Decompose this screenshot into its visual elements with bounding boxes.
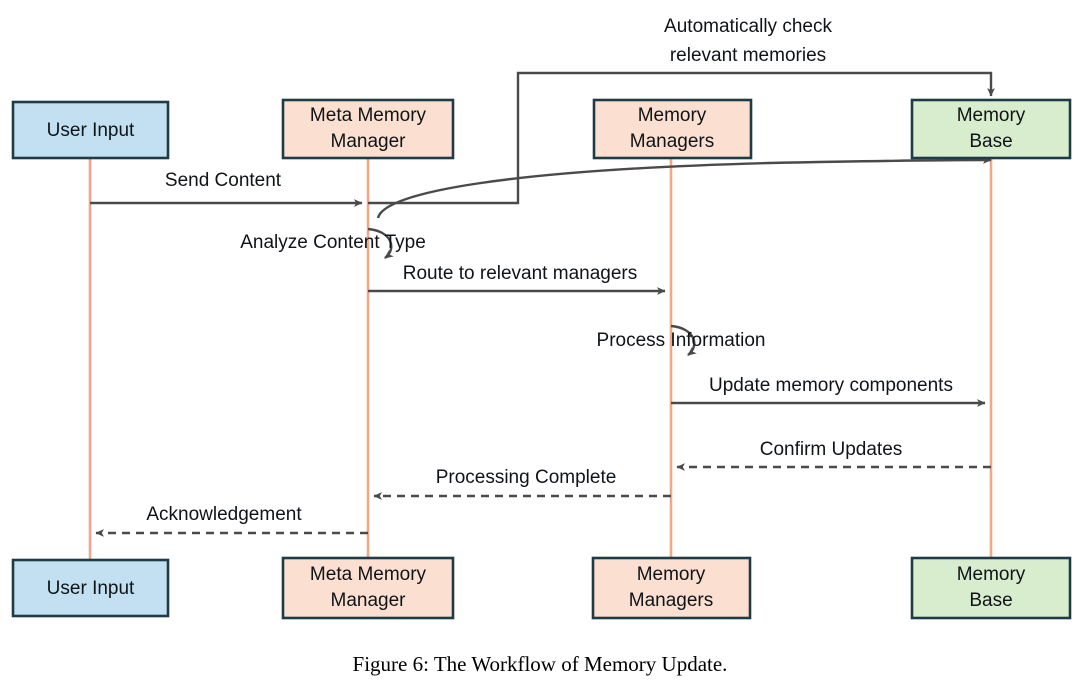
automatically-check-label-line1: Automatically check	[664, 16, 832, 37]
participant-bottom-memory-managers-box[interactable]	[591, 556, 752, 620]
message-automatically-check: Automatically check relevant memories	[368, 16, 995, 205]
process-information-label: Process Information	[597, 330, 766, 351]
participant-top-memory-base-box[interactable]	[910, 98, 1072, 160]
return-memories-curve	[376, 156, 992, 219]
participant-bottom-user-input-label: User Input	[47, 578, 135, 599]
analyze-content-type-label: Analyze Content Type	[240, 232, 426, 253]
participant-bottom-memory-managers-label-line2: Managers	[629, 590, 714, 611]
participant-top-user-input-box[interactable]	[11, 100, 170, 160]
participant-bottom-memory-base-label-line1: Memory	[957, 564, 1026, 585]
participant-bottom-memory-managers[interactable]: Memory Managers	[591, 556, 752, 620]
analyze-content-type-loop	[367, 227, 394, 259]
send-content-label: Send Content	[165, 170, 282, 191]
message-route-to-relevant-managers: Route to relevant managers	[368, 263, 666, 295]
message-update-memory-components: Update memory components	[671, 375, 986, 407]
processing-complete-label: Processing Complete	[436, 467, 617, 488]
update-memory-components-label: Update memory components	[709, 375, 953, 396]
process-information-loop	[670, 324, 697, 356]
message-return-memories	[376, 156, 992, 219]
participant-top-meta-memory-manager-label-line2: Manager	[331, 131, 407, 152]
message-send-content: Send Content	[90, 170, 363, 207]
participant-top-memory-managers-box[interactable]	[592, 98, 753, 160]
message-analyze-content-type: Analyze Content Type	[240, 227, 426, 259]
participant-bottom-memory-base-label-line2: Base	[969, 590, 1012, 611]
participant-top-memory-base[interactable]: Memory Base	[910, 98, 1072, 160]
participant-top-meta-memory-manager-label-line1: Meta Memory	[310, 105, 427, 126]
message-acknowledgement: Acknowledgement	[95, 504, 368, 537]
participant-bottom-memory-base[interactable]: Memory Base	[910, 556, 1072, 620]
participant-top-memory-managers[interactable]: Memory Managers	[592, 98, 753, 160]
participant-top-memory-managers-label-line1: Memory	[638, 105, 707, 126]
participant-boxes-bottom: User Input Meta Memory Manager Memory Ma…	[11, 556, 1072, 620]
participant-top-memory-base-label-line1: Memory	[957, 105, 1026, 126]
participant-top-memory-managers-label-line2: Managers	[630, 131, 715, 152]
confirm-updates-label: Confirm Updates	[760, 439, 903, 460]
message-process-information: Process Information	[597, 324, 766, 356]
message-confirm-updates: Confirm Updates	[676, 439, 991, 471]
participant-bottom-memory-base-box[interactable]	[910, 556, 1072, 620]
participant-boxes-top: User Input Meta Memory Manager Memory Ma…	[11, 98, 1072, 160]
participant-top-user-input[interactable]: User Input	[11, 100, 170, 160]
participant-bottom-user-input-box[interactable]	[11, 558, 170, 618]
participant-top-memory-base-label-line2: Base	[969, 131, 1012, 152]
participant-top-meta-memory-manager[interactable]: Meta Memory Manager	[281, 98, 455, 160]
participant-bottom-meta-memory-manager-label-line1: Meta Memory	[310, 564, 427, 585]
participant-bottom-meta-memory-manager-label-line2: Manager	[331, 590, 407, 611]
participant-bottom-meta-memory-manager[interactable]: Meta Memory Manager	[281, 556, 455, 620]
participant-bottom-memory-managers-label-line1: Memory	[637, 564, 706, 585]
automatically-check-label-line2: relevant memories	[670, 45, 826, 66]
route-to-relevant-managers-label: Route to relevant managers	[403, 263, 637, 284]
figure-caption: Figure 6: The Workflow of Memory Update.	[352, 652, 728, 676]
participant-top-meta-memory-manager-box[interactable]	[281, 98, 455, 160]
lifelines	[88, 158, 993, 560]
participant-top-user-input-label: User Input	[47, 120, 135, 141]
automatically-check-path	[368, 71, 995, 205]
participant-bottom-meta-memory-manager-box[interactable]	[281, 556, 455, 620]
acknowledgement-label: Acknowledgement	[146, 504, 302, 525]
message-processing-complete: Processing Complete	[373, 467, 671, 500]
participant-bottom-user-input[interactable]: User Input	[11, 558, 170, 618]
